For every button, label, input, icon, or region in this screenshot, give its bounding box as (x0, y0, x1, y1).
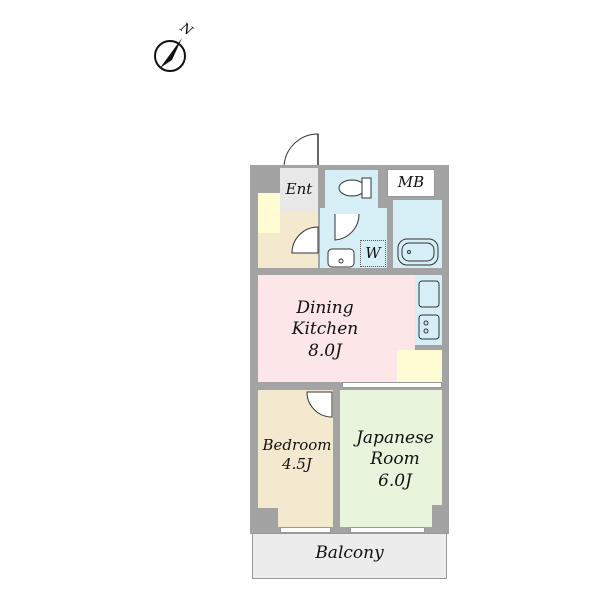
entrance-door-icon (283, 133, 319, 169)
bathtub-icon (397, 238, 439, 266)
japanese-line2: Room (370, 449, 420, 470)
closet (258, 193, 280, 233)
bedroom-door-icon (306, 391, 333, 418)
japanese-line1: Japanese (356, 428, 434, 448)
bedroom-pillar (258, 508, 278, 527)
meter-box (387, 169, 435, 197)
japanese-room-label: Japanese Room 6.0J (345, 428, 445, 492)
washer-label: W (365, 244, 381, 262)
entrance (280, 168, 318, 212)
dk-line1: Dining (296, 298, 354, 318)
compass-icon (154, 38, 186, 72)
washer-space (360, 240, 386, 267)
toilet-icon (338, 177, 372, 199)
hall-door-icon (291, 226, 319, 254)
bedroom-name: Bedroom (262, 436, 332, 454)
bedroom-window (280, 527, 331, 533)
dining-kitchen-ext (258, 345, 391, 382)
japanese-window (350, 527, 425, 533)
balcony-label: Balcony (315, 543, 384, 563)
kitchen-sink-icon (418, 280, 440, 308)
dining-kitchen-label: Dining Kitchen 8.0J (270, 298, 380, 362)
japanese-pillar (432, 505, 442, 527)
entrance-label: Ent (285, 180, 313, 198)
compass: N (148, 20, 198, 78)
stove-icon (418, 314, 440, 340)
storage-closet (397, 350, 442, 382)
dk-size: 8.0J (308, 340, 342, 361)
japanese-room (340, 390, 442, 527)
meter-box-label: MB (397, 173, 425, 191)
dk-window (342, 382, 442, 388)
dk-line2: Kitchen (291, 319, 359, 340)
bedroom-label: Bedroom 4.5J (258, 436, 336, 474)
japanese-size: 6.0J (378, 470, 412, 491)
washroom-door-icon (334, 213, 360, 241)
sink-icon (327, 248, 355, 268)
bedroom-size: 4.5J (282, 454, 312, 473)
balcony (252, 533, 447, 579)
